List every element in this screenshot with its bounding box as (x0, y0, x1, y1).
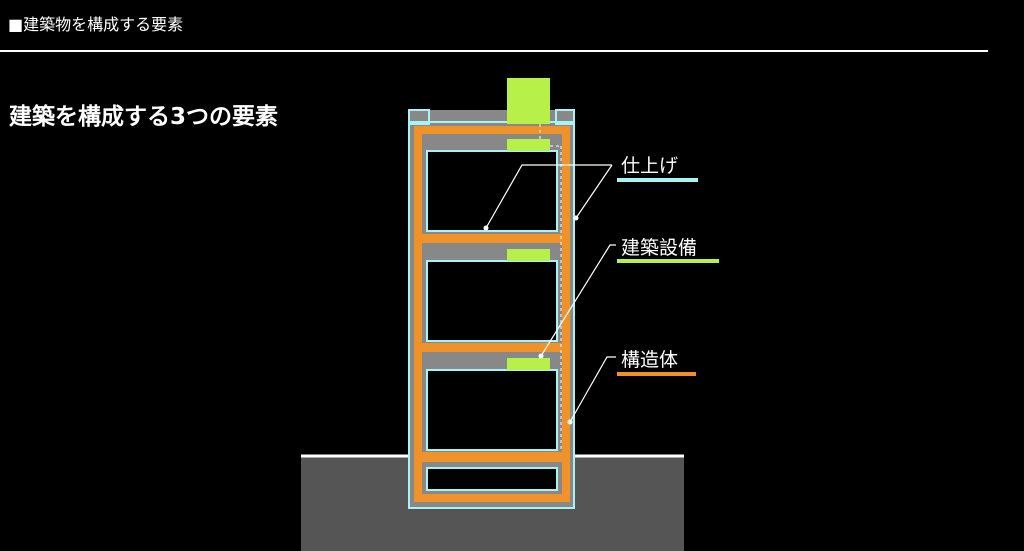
page-title: 建築を構成する3つの要素 (9, 104, 279, 130)
leader-finish-b (575, 164, 613, 219)
leader-equipment (540, 244, 616, 357)
rooftop-equipment (507, 78, 550, 124)
legend-underline-finish (617, 178, 698, 182)
building-outline (408, 121, 575, 509)
ceiling-equipment-3f (507, 139, 550, 151)
room-1f (426, 369, 558, 451)
leader-finish-dot-b (573, 215, 579, 221)
parapet-left (408, 109, 430, 125)
leader-equipment-dot (538, 353, 544, 359)
leader-finish-dot-a (483, 225, 489, 231)
ceiling-equipment-1f (507, 358, 550, 370)
ceiling-equipment-2f (507, 249, 550, 261)
room-2f (426, 260, 558, 342)
room-3f (426, 150, 558, 232)
floor-slab-3 (414, 234, 570, 243)
legend-label-finish: 仕上げ (621, 155, 679, 177)
section-label: ■建築物を構成する要素 (8, 15, 184, 34)
leader-structure-dot (567, 419, 573, 425)
legend-underline-structure (617, 372, 696, 376)
header-divider (0, 50, 988, 52)
floor-slab-1 (414, 452, 570, 462)
legend-label-structure: 構造体 (621, 349, 679, 371)
parapet-right (555, 109, 575, 125)
leader-structure (569, 356, 616, 423)
foundation-void (426, 467, 558, 491)
floor-slab-2 (414, 343, 570, 352)
leader-finish-a (485, 164, 612, 229)
structure-frame (414, 126, 570, 502)
legend-underline-equipment (617, 259, 719, 263)
legend-label-equipment: 建築設備 (621, 237, 698, 259)
